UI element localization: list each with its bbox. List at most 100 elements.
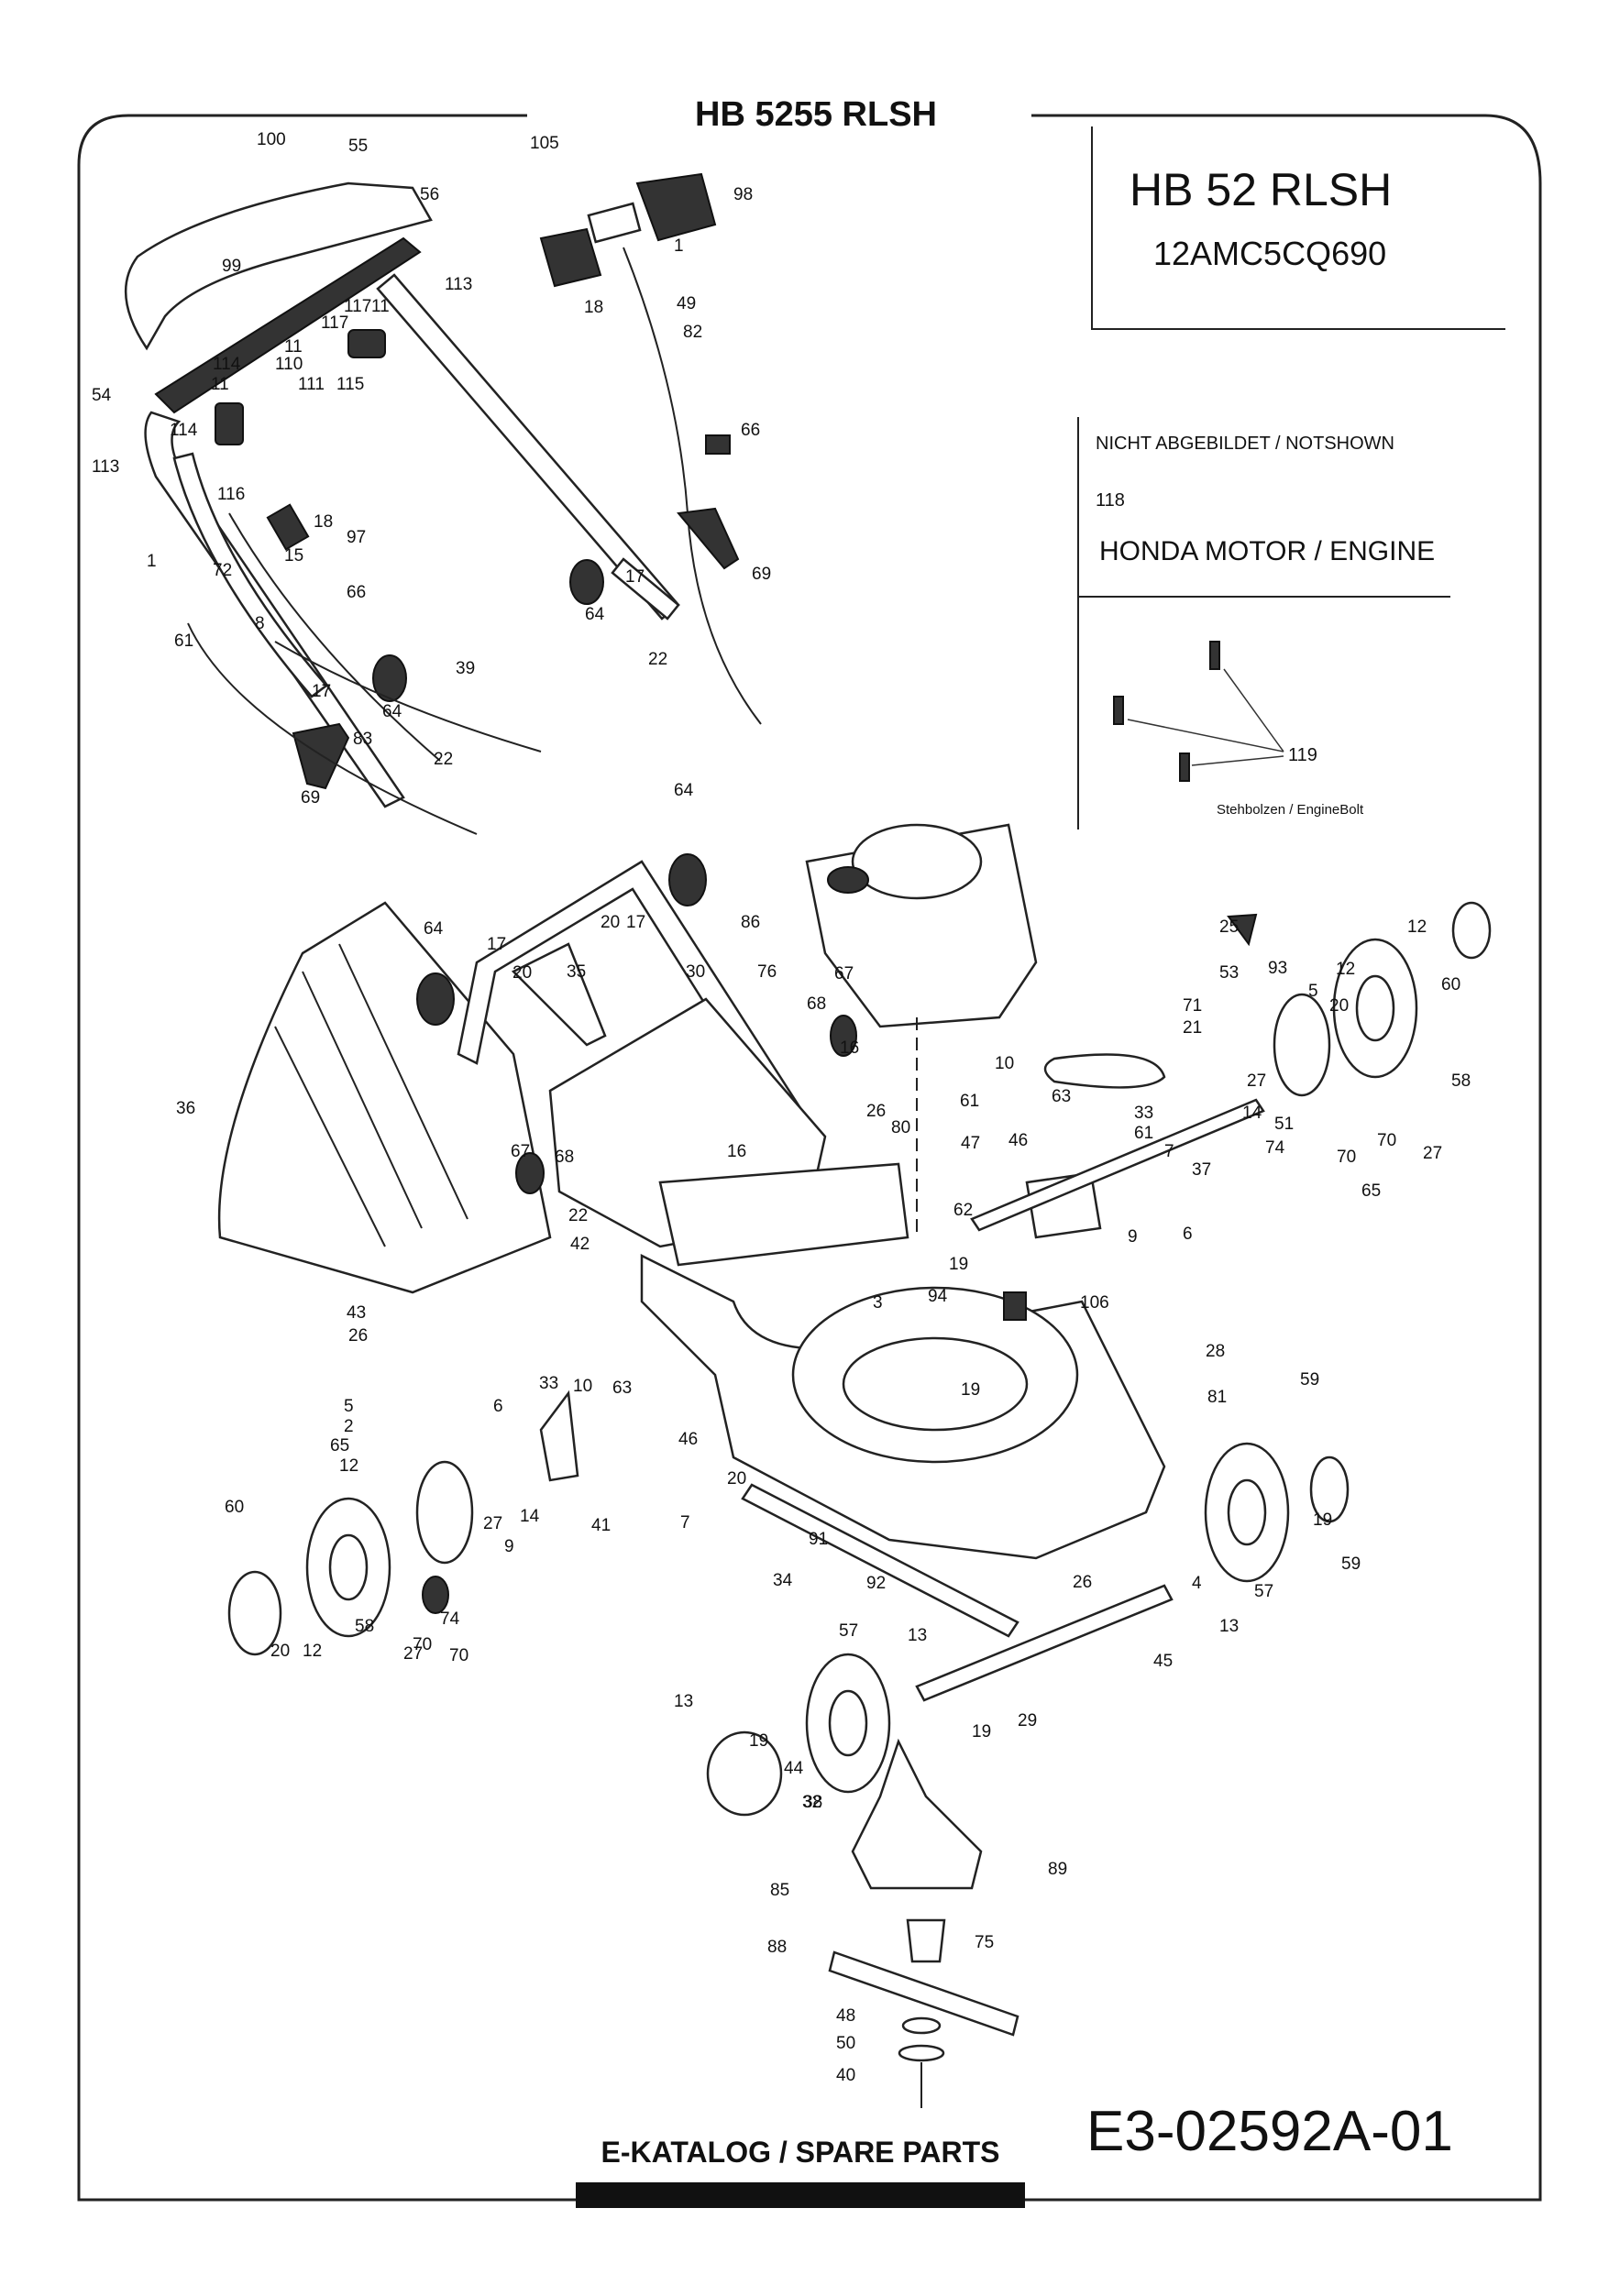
part-callout: 3 (873, 1293, 883, 1313)
part-callout: 92 (866, 1574, 886, 1593)
part-callout: 91 (809, 1530, 828, 1549)
model-code: 12AMC5CQ690 (1153, 235, 1387, 272)
part-callout: 9 (1128, 1227, 1138, 1247)
part-callout: 80 (891, 1118, 910, 1137)
part-callout: 66 (347, 583, 366, 602)
part-callout: 100 (257, 130, 286, 149)
part-callout: 71 (1183, 996, 1202, 1016)
part-callout: 6 (493, 1397, 503, 1416)
lever-69-right (677, 507, 740, 570)
part-callout: 1 (147, 552, 157, 571)
switch-housing-117 (347, 329, 386, 358)
part-callout: 117 (321, 313, 348, 333)
not-shown-item-118: 118 (1096, 490, 1125, 511)
part-callout: 19 (949, 1255, 968, 1274)
part-callout: 11 (211, 375, 229, 394)
part-callout: 98 (733, 185, 753, 204)
part-callout: 9 (504, 1537, 514, 1556)
bolt-leader-a (1127, 719, 1284, 753)
engine-bolt-c (1179, 753, 1190, 782)
part-callout: 6 (1183, 1225, 1193, 1244)
part-callout: 65 (1361, 1181, 1381, 1201)
part-callout: 69 (752, 565, 771, 584)
knob-64-bag (416, 972, 455, 1026)
document-number: E3-02592A-01 (1086, 2100, 1453, 2163)
part-callout: 37 (1192, 1160, 1211, 1180)
part-callout: 49 (677, 294, 696, 313)
blade-29 (828, 1950, 1019, 2037)
rear-flap-80 (658, 1162, 909, 1267)
part-callout: 5 (1308, 982, 1318, 1001)
blade-assembly (828, 1738, 1019, 2108)
part-callout: 72 (213, 561, 232, 580)
part-callout: 13 (674, 1692, 693, 1711)
not-shown-divider (1079, 596, 1450, 598)
part-callout: 20 (727, 1469, 746, 1489)
knob-67-right (830, 1015, 857, 1057)
part-callout: 27 (403, 1644, 423, 1664)
part-callout: 27 (1423, 1144, 1442, 1163)
cable-spring (228, 512, 441, 762)
handle-tube-22 (611, 557, 680, 621)
handle-assembly (124, 181, 680, 835)
bolt-leader-b (1223, 668, 1284, 753)
part-callout: 11 (371, 297, 390, 316)
part-callout: 40 (836, 2066, 855, 2085)
part-callout: 13 (908, 1626, 927, 1645)
bag-handle-35 (511, 942, 607, 1047)
part-callout: 17 (625, 567, 645, 587)
part-callout: 25 (1219, 917, 1239, 937)
part-callout: 48 (836, 2006, 855, 2026)
part-callout: 85 (770, 1881, 789, 1900)
part-callout: 65 (330, 1436, 349, 1456)
part-callout: 4 (1192, 1574, 1202, 1593)
part-callout: 12 (339, 1456, 358, 1476)
cable-39 (274, 641, 542, 753)
wheel-58-left-hub (328, 1533, 369, 1601)
part-callout: 26 (866, 1102, 886, 1121)
right-handle-tube (376, 273, 680, 621)
part-callout: 61 (960, 1092, 979, 1111)
engine-bolt-a (1113, 696, 1124, 725)
part-callout: 29 (1018, 1711, 1037, 1730)
part-callout: 67 (511, 1142, 530, 1161)
bolt-leader-c (1191, 755, 1284, 766)
part-callout: 99 (222, 257, 241, 276)
blade-well (842, 1336, 1029, 1432)
part-callout: 14 (520, 1507, 540, 1526)
part-callout: 86 (741, 913, 760, 932)
part-callout: 68 (555, 1148, 574, 1167)
part-callout: 26 (348, 1326, 368, 1346)
front-axle-45 (915, 1584, 1174, 1702)
part-callout: 88 (767, 1938, 787, 1957)
wheels (227, 901, 1492, 1817)
part-callout: 64 (424, 919, 444, 939)
part-callout: 74 (1265, 1138, 1285, 1158)
engine-block (805, 823, 1038, 1237)
part-callout: 55 (348, 137, 368, 156)
part-callout: 70 (449, 1646, 468, 1665)
sheet-frame (77, 114, 1542, 2202)
handle-grip-56 (154, 236, 422, 414)
model-title: HB 5255 RLSH (695, 95, 937, 134)
part-callout: 33 (1134, 1104, 1153, 1123)
engine-bolt-b (1209, 641, 1220, 670)
part-callout: 26 (1073, 1573, 1092, 1592)
part-callout: 83 (353, 730, 372, 749)
not-shown-title: NICHT ABGEBILDET / NOTSHOWN (1096, 434, 1394, 454)
part-callout: 22 (648, 650, 667, 669)
part-callout: 66 (741, 421, 760, 440)
part-callout: 19 (749, 1731, 768, 1751)
knob-64-top (569, 559, 604, 605)
part-callout: 57 (839, 1621, 858, 1641)
spring-66-top (705, 434, 731, 455)
part-callout: 61 (1134, 1124, 1153, 1143)
part-callout: 51 (1274, 1115, 1294, 1134)
part-callout: 21 (1183, 1018, 1202, 1038)
not-shown-engine: HONDA MOTOR / ENGINE (1099, 536, 1436, 566)
part-callout: 60 (225, 1498, 244, 1517)
washer-88 (898, 2044, 945, 2062)
paddle-105-top (635, 172, 717, 242)
